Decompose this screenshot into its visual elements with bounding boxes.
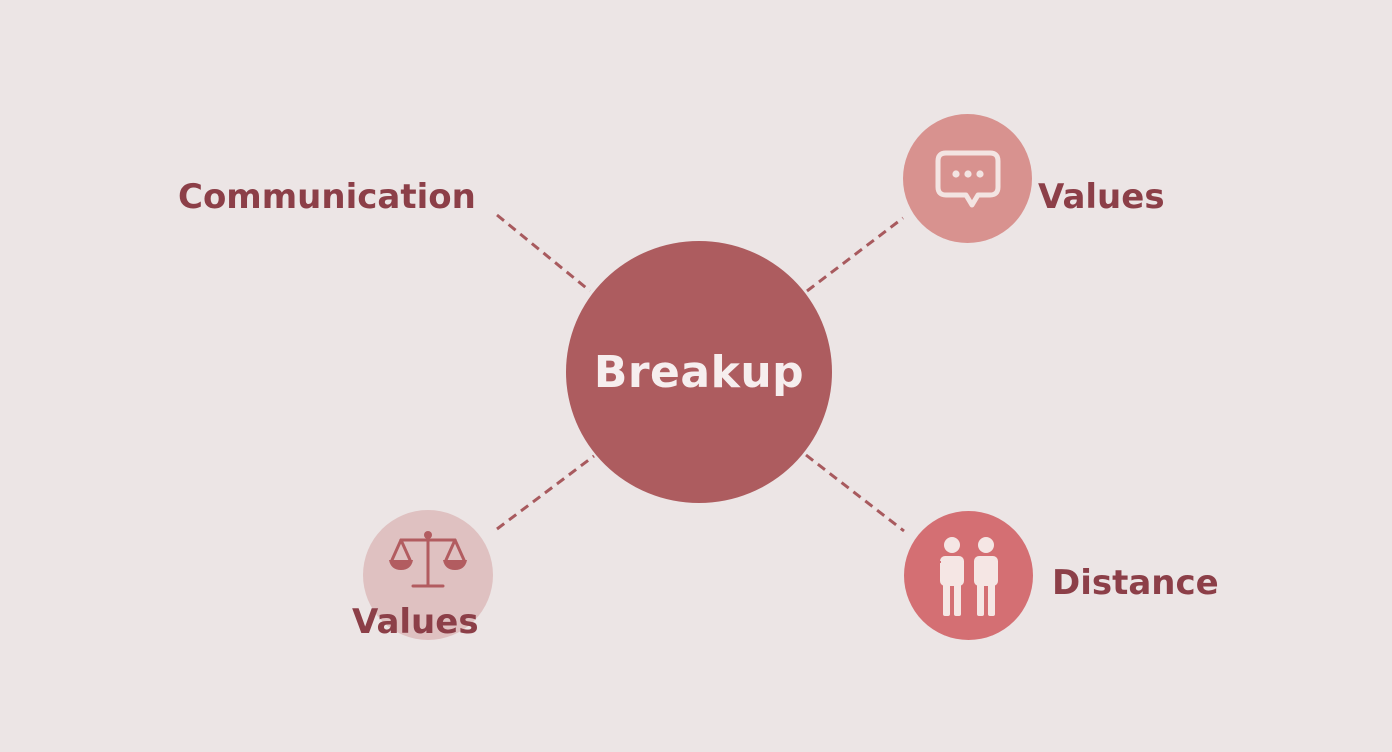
connector-distance — [805, 453, 905, 533]
branch-label-communication: Communication — [178, 177, 476, 217]
branch-label-values-top: Values — [1038, 177, 1165, 217]
connector-values-top — [806, 216, 904, 293]
chat-node — [903, 114, 1032, 243]
chat-bubble-icon — [935, 150, 1000, 207]
people-node — [904, 511, 1033, 640]
branch-label-distance: Distance — [1052, 563, 1219, 603]
scale-node — [363, 510, 493, 640]
connector-communication — [496, 213, 591, 293]
hub-label: Breakup — [593, 346, 805, 398]
two-people-icon — [936, 536, 998, 616]
branch-label-values-bottom: Values — [352, 602, 479, 642]
breakup-hub: Breakup — [566, 241, 832, 503]
balance-scale-icon — [389, 531, 467, 588]
connector-values-bottom — [496, 454, 595, 531]
